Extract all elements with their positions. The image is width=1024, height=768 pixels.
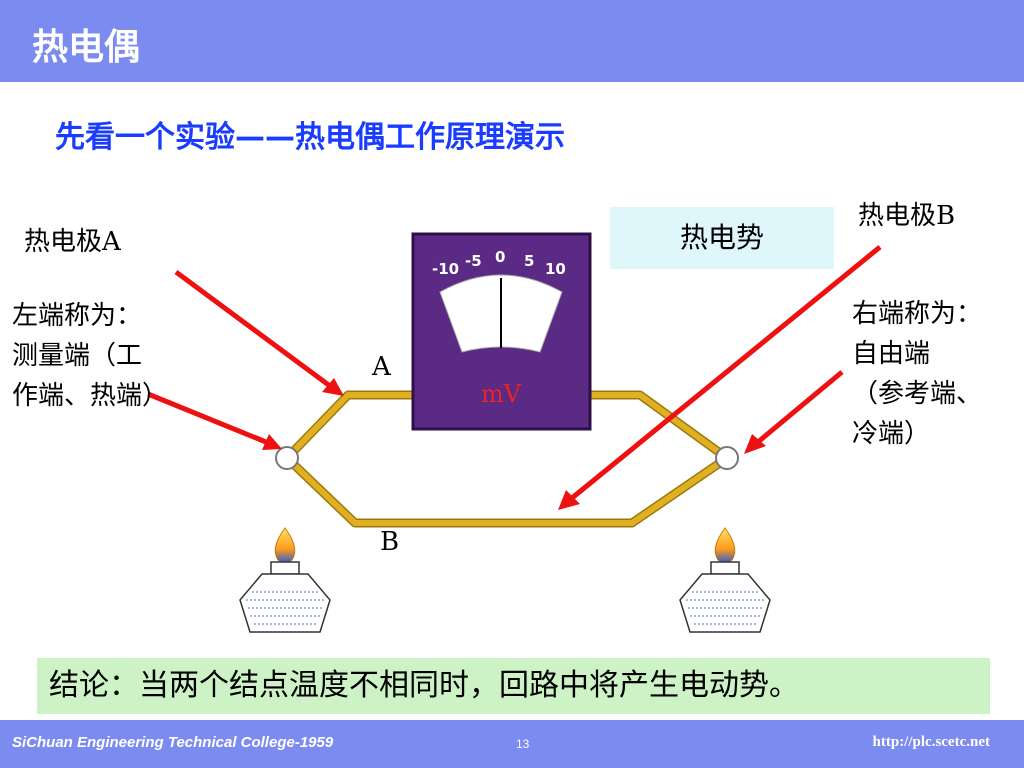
arrow-measuring-end bbox=[147, 391, 282, 450]
right-burner bbox=[679, 527, 771, 633]
left-end-line: 左端称为： bbox=[12, 301, 143, 331]
left-end-line: 作端、热端） bbox=[12, 381, 169, 411]
meter-tick-label: 5 bbox=[524, 252, 534, 270]
left-end-line: 测量端（工 bbox=[12, 341, 143, 371]
emf-label-box: 热电势 bbox=[610, 207, 834, 269]
meter-unit-label: mV bbox=[481, 380, 522, 408]
electrode-a-label: 热电极A bbox=[24, 227, 121, 257]
college-name: SiChuan Engineering Technical College-19… bbox=[12, 734, 334, 751]
arrow-electrode-b bbox=[558, 245, 882, 510]
junction-b-label: B bbox=[380, 527, 399, 557]
footer-bar: SiChuan Engineering Technical College-19… bbox=[0, 720, 1024, 768]
right-junction bbox=[715, 446, 739, 470]
meter-tick-label: 0 bbox=[495, 248, 505, 266]
slide-title: 热电偶 bbox=[32, 27, 141, 68]
right-end-line: （参考端、 bbox=[852, 379, 983, 409]
millivoltmeter: -10 -5 0 5 10 mV bbox=[411, 232, 592, 431]
arrow-free-end bbox=[744, 370, 844, 454]
junction-a-label: A bbox=[371, 352, 392, 382]
left-burner bbox=[239, 527, 331, 633]
meter-tick-label: 10 bbox=[545, 260, 566, 278]
left-junction bbox=[275, 446, 299, 470]
arrow-electrode-a bbox=[174, 269, 344, 396]
slide-subtitle: 先看一个实验——热电偶工作原理演示 bbox=[55, 120, 565, 155]
header-bar: 热电偶 bbox=[0, 0, 1024, 82]
wire-loop bbox=[283, 390, 730, 528]
meter-tick-label: -10 bbox=[432, 260, 459, 278]
page-number: 13 bbox=[516, 737, 530, 751]
conclusion-box: 结论：当两个结点温度不相同时，回路中将产生电动势。 bbox=[37, 658, 990, 714]
electrode-b-label: 热电极B bbox=[858, 201, 956, 231]
footer-url[interactable]: http://plc.scetc.net bbox=[872, 734, 990, 750]
right-end-line: 右端称为： bbox=[852, 299, 983, 329]
right-end-line: 冷端） bbox=[852, 419, 931, 449]
meter-tick-label: -5 bbox=[465, 252, 482, 270]
right-end-line: 自由端 bbox=[852, 339, 931, 369]
